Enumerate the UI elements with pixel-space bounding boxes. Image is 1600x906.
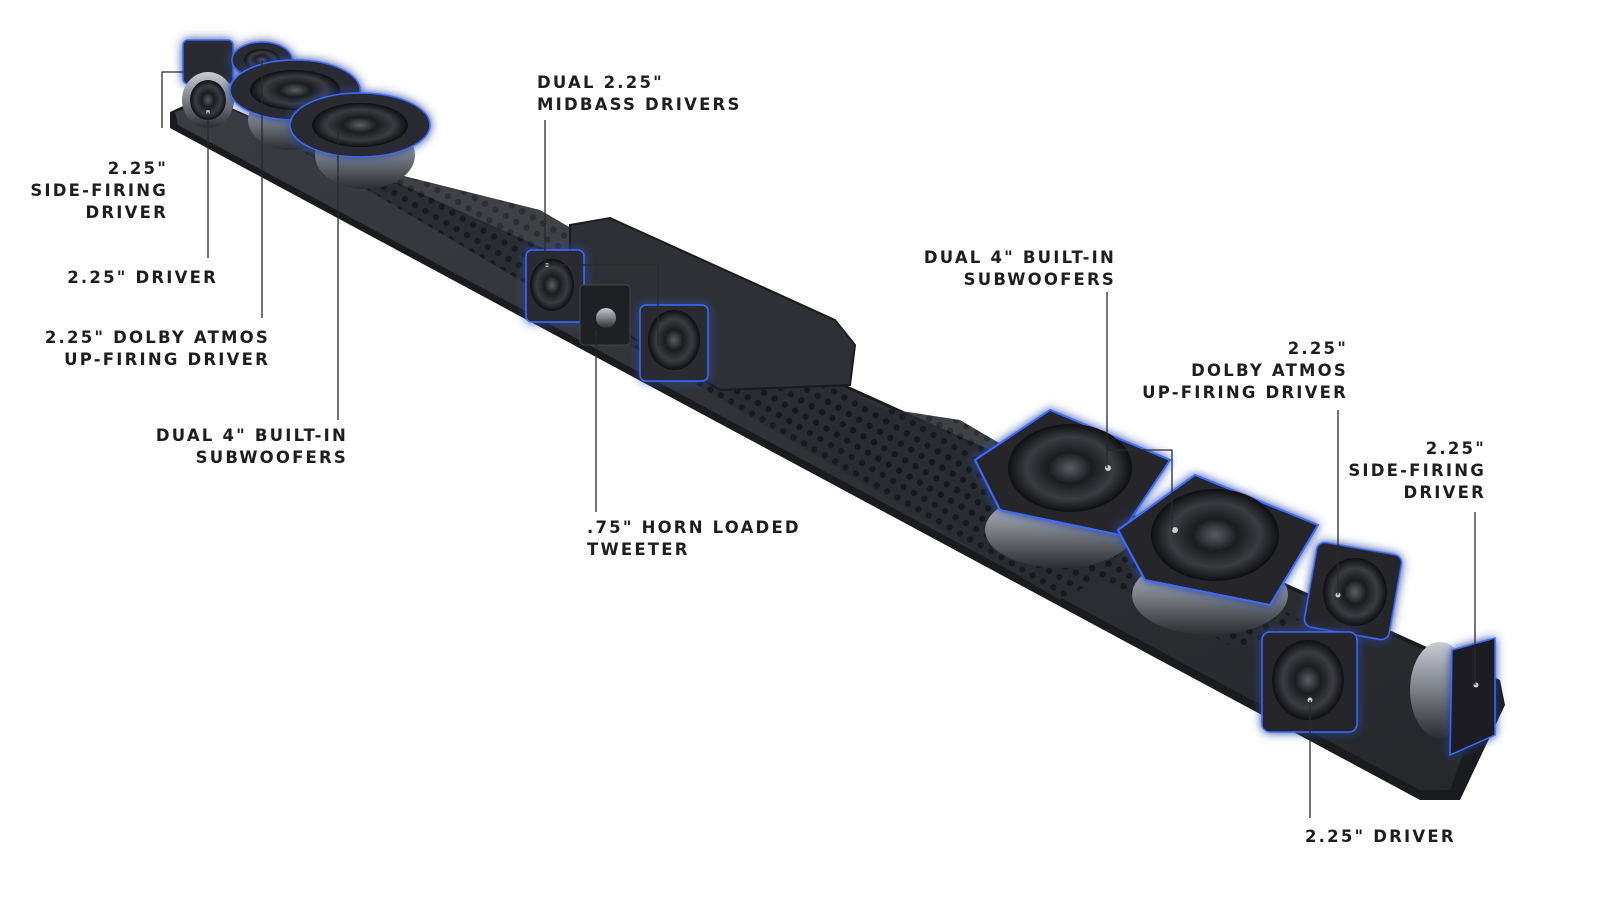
label-right-side-firing-driver: 2.25" SIDE-FIRING DRIVER	[1348, 439, 1486, 502]
leader-midbass	[544, 120, 659, 345]
label-right-driver: 2.25" DRIVER	[1305, 827, 1456, 846]
label-left-subwoofers: DUAL 4" BUILT-IN SUBWOOFERS	[155, 426, 348, 467]
leader-left-side-firing	[161, 71, 185, 128]
label-left-side-firing-driver: 2.25" SIDE-FIRING DRIVER	[30, 159, 168, 222]
label-left-atmos-up-firing-driver: 2.25" DOLBY ATMOS UP-FIRING DRIVER	[44, 328, 270, 369]
label-right-subwoofers: DUAL 4" BUILT-IN SUBWOOFERS	[923, 248, 1116, 289]
label-left-driver: 2.25" DRIVER	[67, 268, 218, 287]
label-right-atmos-up-firing-driver: 2.25" DOLBY ATMOS UP-FIRING DRIVER	[1142, 339, 1348, 402]
center-driver-cluster	[525, 249, 709, 382]
label-midbass-drivers: DUAL 2.25" MIDBASS DRIVERS	[537, 73, 742, 114]
leader-lines	[161, 60, 1476, 818]
leader-right-subwoofer-b	[1108, 449, 1173, 530]
label-horn-loaded-tweeter: .75" HORN LOADED TWEETER	[587, 518, 801, 559]
right-driver-cluster	[973, 408, 1496, 757]
